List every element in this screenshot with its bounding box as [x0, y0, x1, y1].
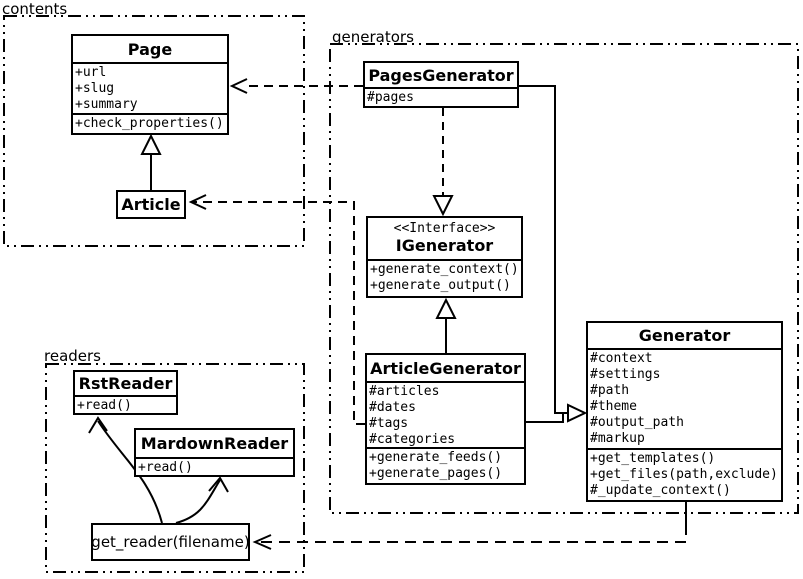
class-rstreader-methods: +read(): [75, 395, 176, 413]
arrowhead-mardownreader: [208, 476, 229, 493]
contents-package-label: contents: [2, 0, 68, 18]
class-igenerator: <<Interface>> IGenerator +generate_conte…: [366, 216, 523, 298]
class-mardownreader-methods: +read(): [136, 457, 293, 475]
class-generator-methods: +get_templates() +get_files(path,exclude…: [588, 448, 781, 500]
attribute: #pages: [367, 90, 414, 105]
class-article: Article: [116, 190, 186, 219]
generators-package-border: [329, 43, 799, 514]
attribute: +url: [75, 65, 107, 80]
class-rstreader-title: RstReader: [78, 374, 173, 393]
generators-package-label: generators: [332, 28, 414, 46]
class-articlegenerator-attributes: #articles #dates #tags #categories: [367, 381, 524, 447]
attribute: #dates: [369, 400, 416, 415]
arrowhead-rstreader: [88, 416, 108, 434]
method: +read(): [77, 398, 132, 413]
class-articlegenerator-methods: +generate_feeds() +generate_pages(): [367, 447, 524, 483]
class-articlegenerator: ArticleGenerator #articles #dates #tags …: [365, 353, 526, 485]
attribute: #tags: [369, 416, 409, 431]
contents-package-border: [3, 15, 305, 247]
class-mardownreader-title: MardownReader: [140, 434, 289, 453]
class-igenerator-title: IGenerator: [395, 236, 494, 255]
dependency-arrowhead-page: [229, 78, 248, 94]
attribute: #articles: [369, 384, 440, 399]
class-mardownreader: MardownReader +read(): [134, 428, 295, 477]
method: #_update_context(): [590, 483, 731, 498]
class-pagesgenerator-attributes: #pages: [365, 87, 517, 106]
class-igenerator-methods: +generate_context() +generate_output(): [368, 259, 521, 295]
inheritance-line-articlegenerator-to-generator: [526, 412, 568, 423]
attribute: #path: [590, 383, 630, 398]
attribute: #settings: [590, 367, 661, 382]
method: +read(): [138, 460, 193, 475]
attribute: #theme: [590, 399, 637, 414]
readers-package-label: readers: [44, 347, 101, 365]
method: +get_templates(): [590, 451, 716, 466]
inheritance-triangle-igenerator-bottom: [435, 297, 457, 319]
attribute: #categories: [369, 432, 456, 447]
inheritance-line-pagesgenerator-to-generator: [519, 85, 568, 414]
class-articlegenerator-title: ArticleGenerator: [370, 358, 521, 378]
class-generator: Generator #context #settings #path #them…: [586, 321, 783, 502]
class-generator-title: Generator: [638, 326, 731, 345]
inheritance-triangle-page: [140, 133, 162, 155]
curve-getreader-to-mardownreader: [175, 479, 221, 524]
get-reader-box: get_reader(filename): [91, 523, 250, 561]
method: +generate_context(): [370, 262, 519, 277]
method: +get_files(path,exclude): [590, 467, 778, 482]
realization-triangle-igenerator-top: [432, 195, 454, 217]
class-page-title: Page: [127, 39, 173, 59]
readers-package-border: [45, 363, 305, 573]
dependency-arrowhead-getreader: [252, 534, 272, 550]
inheritance-triangle-generator: [567, 403, 588, 423]
attribute: #output_path: [590, 415, 684, 430]
class-article-title: Article: [121, 195, 181, 214]
dependency-line-articlegenerator-to-article: [193, 201, 365, 425]
dependency-line-generator-to-getreader: [258, 524, 687, 543]
class-page: Page +url +slug +summary +check_properti…: [71, 34, 229, 135]
class-pagesgenerator-title: PagesGenerator: [368, 65, 514, 85]
class-page-attributes: +url +slug +summary: [73, 62, 227, 113]
class-igenerator-header: <<Interface>> IGenerator: [368, 218, 521, 259]
attribute: #markup: [590, 431, 645, 446]
method: +check_properties(): [75, 116, 224, 131]
attribute: +summary: [75, 97, 138, 112]
dependency-arrowhead-article: [188, 194, 207, 210]
class-igenerator-stereotype: <<Interface>>: [393, 221, 496, 236]
method: +generate_pages(): [369, 466, 503, 481]
method: +generate_output(): [370, 278, 511, 293]
class-page-methods: +check_properties(): [73, 113, 227, 133]
attribute: +slug: [75, 81, 115, 96]
class-rstreader: RstReader +read(): [73, 370, 178, 415]
method: +generate_feeds(): [369, 450, 503, 465]
class-generator-attributes: #context #settings #path #theme #output_…: [588, 348, 781, 448]
get-reader-label: get_reader(filename): [91, 533, 250, 551]
attribute: #context: [590, 351, 653, 366]
class-pagesgenerator: PagesGenerator #pages: [363, 61, 519, 108]
